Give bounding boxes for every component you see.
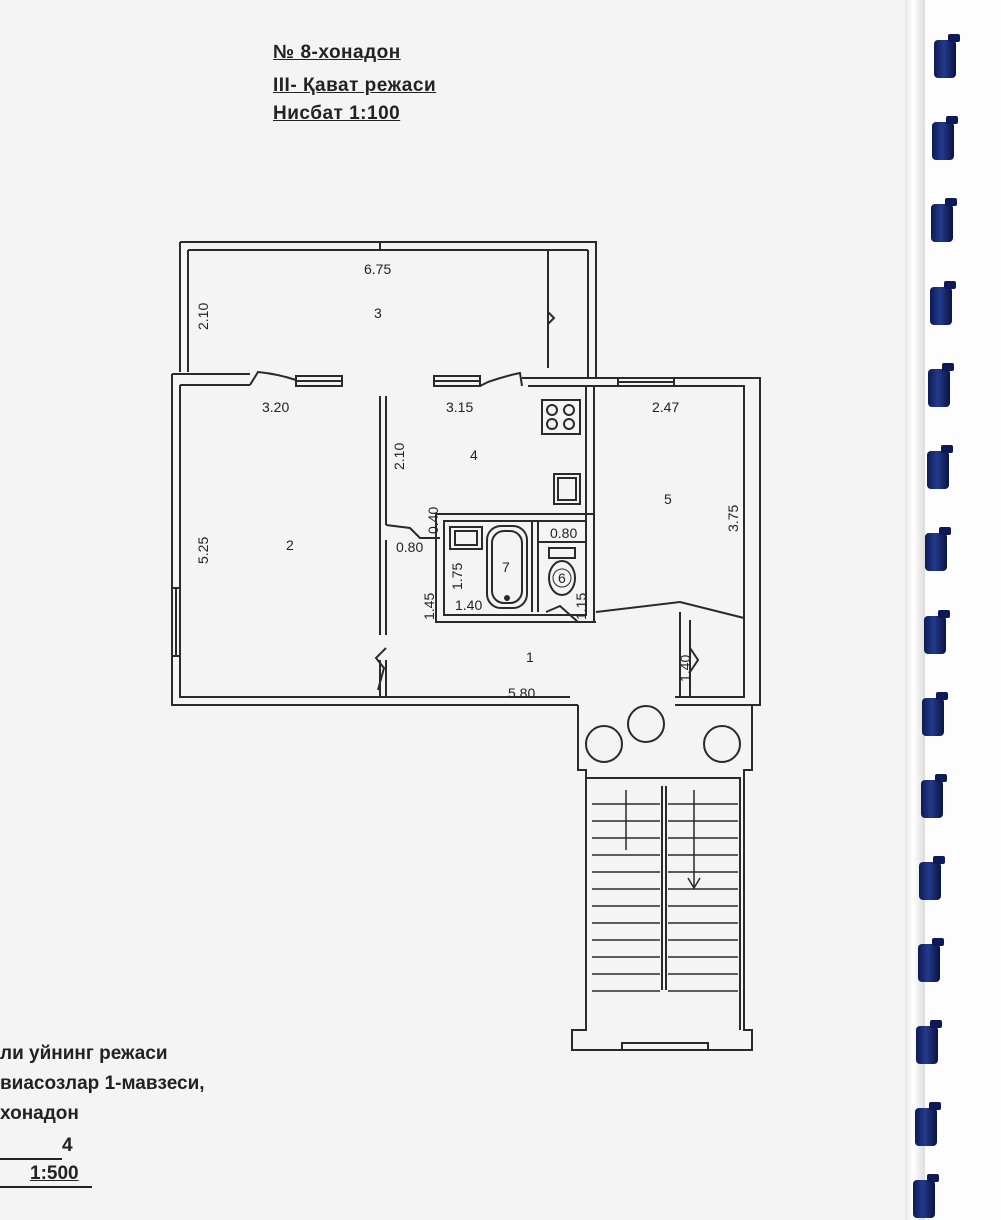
page-edge — [905, 0, 925, 1220]
dim-wc-depth: 1.15 — [573, 593, 589, 620]
column-icon — [627, 705, 665, 743]
drain-icon — [504, 595, 510, 601]
binding-ring-icon — [916, 1020, 942, 1064]
binding-ring-icon — [921, 774, 947, 818]
room-6-marker — [552, 568, 572, 588]
footer-line-3: хонадон — [0, 1103, 79, 1124]
kitchen-sink-icon — [553, 473, 581, 505]
scale-label: Нисбат 1:100 — [273, 103, 401, 124]
binding-ring-icon — [924, 610, 950, 654]
interior-wall — [595, 600, 745, 619]
sink-icon — [454, 530, 478, 546]
toilet-icon — [548, 560, 576, 596]
dim-balcony-depth: 2.10 — [195, 303, 211, 330]
bathtub-icon — [491, 530, 523, 604]
kitchen-sink-icon — [557, 477, 577, 501]
footer-line-2: виасозлар 1-мавзеси, — [0, 1073, 205, 1094]
sink-icon — [449, 526, 483, 550]
dim-bath-width: 1.40 — [455, 597, 482, 613]
room-number-2: 2 — [286, 537, 294, 553]
binding-ring-icon — [915, 1102, 941, 1146]
binding-ring-icon — [931, 198, 957, 242]
binding-ring-icon — [913, 1174, 939, 1218]
dim-entry-width: 1.40 — [677, 655, 693, 682]
document-page — [0, 0, 915, 1220]
binding-ring-icon — [922, 692, 948, 736]
window — [621, 1042, 709, 1051]
toilet-icon — [548, 547, 576, 559]
stove-icon — [563, 404, 575, 416]
door-swing — [479, 371, 523, 387]
footer-underline — [0, 1158, 62, 1160]
dim-bath-depth: 1.75 — [449, 563, 465, 590]
balcony-wall — [179, 241, 597, 378]
column-icon — [703, 725, 741, 763]
floor-plan-title: III- Қават режаси — [273, 75, 437, 96]
stairwell-wall — [586, 777, 741, 1030]
stove-icon — [563, 418, 575, 430]
binding-ring-icon — [925, 527, 951, 571]
footer-line-4: 4 — [62, 1135, 73, 1156]
floor-plan: 6.75 2.10 3 3.20 3.15 2.47 2.10 4 5 3.75… — [171, 241, 761, 1051]
door-swing — [689, 647, 700, 673]
dim-room2-width: 3.20 — [262, 399, 289, 415]
footer-line-1: ли уйнинг режаси — [0, 1043, 168, 1064]
dim-closet-width: 0.80 — [396, 539, 423, 555]
room-number-6: 6 — [558, 570, 566, 586]
stair-arrow-icon — [687, 790, 701, 890]
footer-scale: 1:500 — [30, 1163, 79, 1184]
outer-wall — [171, 373, 761, 706]
apartment-number: № 8-хонадон — [273, 42, 401, 63]
balcony-door-icon — [547, 311, 556, 325]
binding-ring-icon — [927, 445, 953, 489]
interior-wall — [585, 386, 595, 618]
stove-icon — [541, 399, 581, 435]
binding-ring-icon — [934, 34, 960, 78]
room-number-1: 1 — [526, 649, 534, 665]
stove-icon — [546, 404, 558, 416]
dim-bath-outer: 1.45 — [421, 593, 437, 620]
interior-wall — [379, 396, 387, 635]
room-number-3: 3 — [374, 305, 382, 321]
bathroom-wall — [443, 520, 587, 616]
door-swing — [545, 604, 596, 623]
room-number-4: 4 — [470, 447, 478, 463]
room-number-7: 7 — [502, 559, 510, 575]
dim-room5-length: 3.75 — [725, 505, 741, 532]
binding-ring-icon — [932, 116, 958, 160]
dim-balcony-width: 6.75 — [364, 261, 391, 277]
bathtub-icon — [486, 525, 528, 609]
dim-closet-depth: 0.40 — [425, 507, 441, 534]
binding-ring-icon — [918, 938, 944, 982]
dim-kitchen-depth: 2.10 — [391, 443, 407, 470]
dim-room5-width: 2.47 — [652, 399, 679, 415]
interior-wall — [679, 612, 691, 697]
binding-ring-icon — [928, 363, 954, 407]
footer-underline — [0, 1186, 92, 1188]
column-icon — [585, 725, 623, 763]
door-swing — [249, 370, 297, 386]
bathroom-wall — [435, 513, 595, 623]
door-swing — [385, 524, 440, 539]
stair-treads — [592, 803, 738, 992]
interior-wall — [379, 660, 387, 697]
room-number-5: 5 — [664, 491, 672, 507]
dim-kitchen-width: 3.15 — [446, 399, 473, 415]
door-swing — [374, 647, 387, 691]
dim-room2-length: 5.25 — [195, 537, 211, 564]
stove-icon — [546, 418, 558, 430]
dim-wc-width: 0.80 — [550, 525, 577, 541]
page-background — [925, 0, 1001, 1220]
binding-ring-icon — [919, 856, 945, 900]
dim-hall-width: 5.80 — [508, 685, 535, 701]
binding-ring-icon — [930, 281, 956, 325]
